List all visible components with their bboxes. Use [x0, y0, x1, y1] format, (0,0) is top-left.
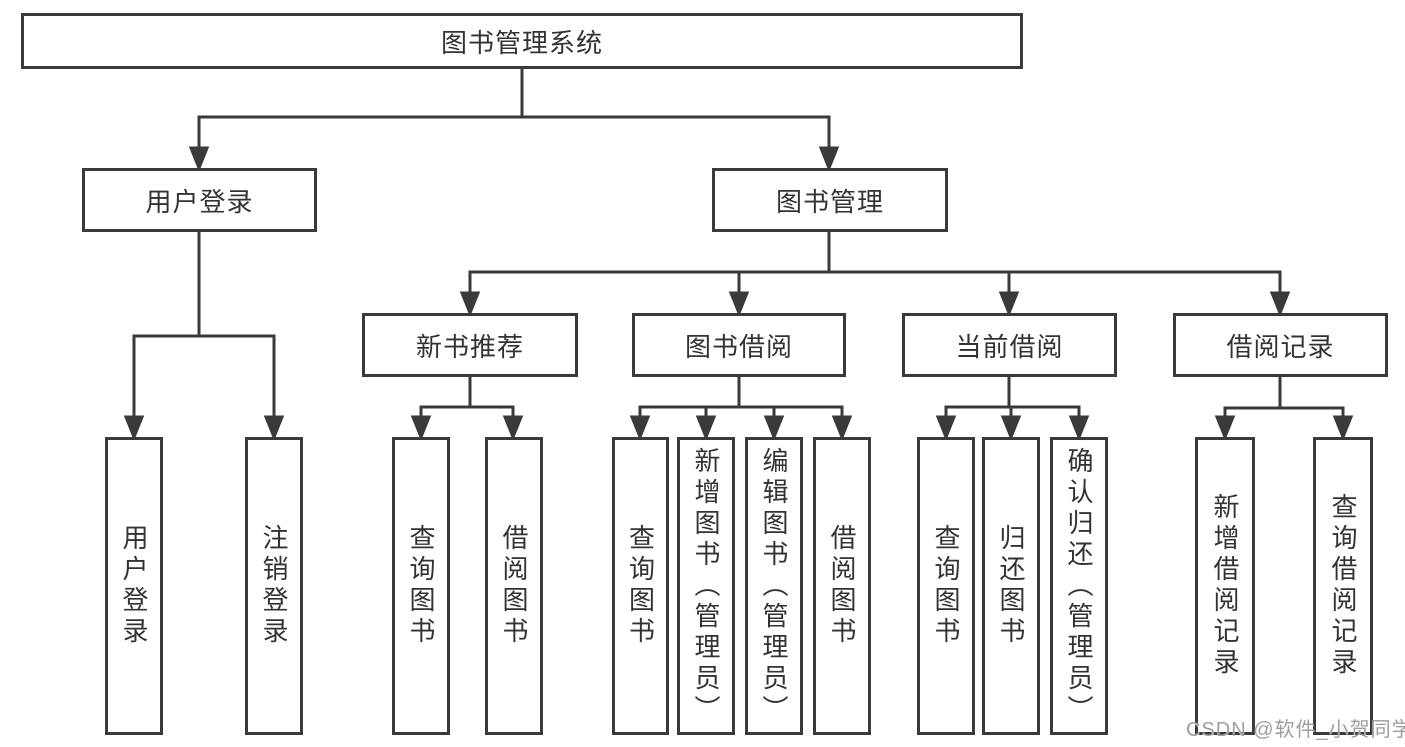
arrowhead-icon — [123, 415, 145, 442]
arrowhead-icon — [1269, 291, 1291, 318]
arrowhead-icon — [728, 291, 750, 318]
leaf-label: 查询借阅记录 — [1328, 493, 1358, 679]
node-new-book-recommend: 新书推荐 — [362, 313, 578, 377]
watermark: CSDN @软件_小贺同学 — [1186, 719, 1405, 741]
leaf-borrow-books: 借阅图书 — [813, 437, 871, 735]
arrowhead-icon — [502, 415, 524, 442]
node-user-login: 用户登录 — [82, 168, 317, 232]
leaf-label: 归还图书 — [996, 524, 1026, 648]
leaf-label: 编辑图书（管理员） — [759, 446, 789, 726]
leaf-edit-books-admin: 编辑图书（管理员） — [745, 437, 803, 735]
leaf-label: 注销登录 — [259, 524, 289, 648]
arrowhead-icon — [1000, 415, 1022, 442]
leaf-label: 查询图书 — [625, 524, 656, 648]
node-book-borrow: 图书借阅 — [632, 313, 846, 377]
arrowhead-icon — [831, 415, 853, 442]
leaf-label: 借阅图书 — [827, 524, 857, 648]
leaf-return-books: 归还图书 — [982, 437, 1040, 735]
node-borrow-records: 借阅记录 — [1173, 313, 1388, 377]
leaf-query-borrow-record: 查询借阅记录 — [1313, 437, 1373, 735]
leaf-user-login: 用户登录 — [105, 437, 163, 735]
arrowhead-icon — [459, 291, 481, 318]
arrowhead-icon — [818, 146, 840, 173]
leaf-query-books-recommend: 查询图书 — [392, 437, 450, 735]
arrowhead-icon — [1214, 415, 1236, 442]
leaf-borrow-books-recommend: 借阅图书 — [485, 437, 543, 735]
arrowhead-icon — [998, 291, 1020, 318]
leaf-query-books-borrow: 查询图书 — [612, 437, 669, 735]
node-root: 图书管理系统 — [21, 13, 1023, 69]
leaf-logout: 注销登录 — [245, 437, 303, 735]
node-book-management: 图书管理 — [712, 168, 948, 232]
arrowhead-icon — [1068, 415, 1090, 442]
leaf-label: 查询图书 — [931, 524, 961, 648]
arrowhead-icon — [1332, 415, 1354, 442]
node-current-borrow: 当前借阅 — [902, 313, 1117, 377]
leaf-label: 新增借阅记录 — [1210, 493, 1240, 679]
arrowhead-icon — [263, 415, 285, 442]
leaf-query-books-current: 查询图书 — [917, 437, 975, 735]
leaf-label: 确认归还（管理员） — [1064, 446, 1094, 726]
leaf-label: 用户登录 — [119, 524, 149, 648]
leaf-confirm-return-admin: 确认归还（管理员） — [1050, 437, 1108, 735]
arrowhead-icon — [410, 415, 432, 442]
arrowhead-icon — [695, 415, 717, 442]
arrowhead-icon — [629, 415, 651, 442]
leaf-label: 借阅图书 — [499, 524, 529, 648]
arrowhead-icon — [935, 415, 957, 442]
arrowhead-icon — [763, 415, 785, 442]
leaf-add-books-admin: 新增图书（管理员） — [677, 437, 735, 735]
leaf-label: 查询图书 — [406, 524, 436, 648]
leaf-add-borrow-record: 新增借阅记录 — [1195, 437, 1255, 735]
arrowhead-icon — [188, 146, 210, 173]
leaf-label: 新增图书（管理员） — [691, 446, 721, 726]
